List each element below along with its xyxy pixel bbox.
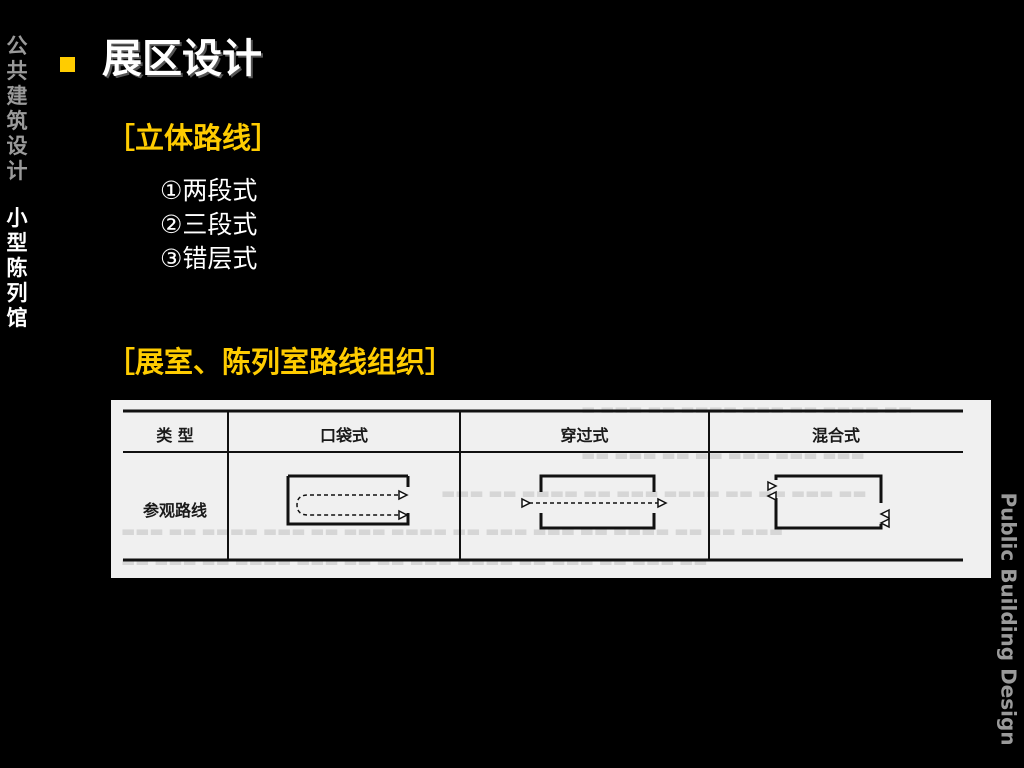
- route-type-table-image: ▬ ▬▬▬ ▬▬ ▬▬▬▬ ▬▬▬ ▬▬ ▬▬▬▬ ▬▬ ▬▬ ▬▬▬ ▬▬ ▬…: [111, 400, 991, 578]
- sidebar-topic-char: 陈: [6, 256, 28, 280]
- sidebar-topic-char: 小: [6, 206, 28, 230]
- list-item: ②三段式: [160, 210, 258, 239]
- slide-title: 展区设计: [102, 36, 262, 82]
- sidebar-topic-char: 馆: [6, 306, 28, 330]
- pass-through-route-diagram: [521, 474, 668, 530]
- sidebar-course-char: 计: [6, 159, 28, 183]
- scan-bleed-texture: ▬▬▬ ▬▬ ▬▬▬▬ ▬▬ ▬▬▬ ▬▬▬▬ ▬▬ ▬▬ ▬▬▬ ▬▬: [441, 484, 867, 502]
- sidebar-topic-char: 型: [6, 231, 28, 255]
- table-lines: [123, 409, 963, 562]
- scan-bleed-texture: ▬▬ ▬▬▬ ▬▬ ▬▬ ▬▬▬ ▬▬▬ ▬▬▬: [581, 446, 865, 464]
- table-header-pocket: 口袋式: [319, 426, 368, 445]
- table-row-label: 参观路线: [142, 501, 207, 520]
- sidebar-course-char: 公: [6, 34, 28, 58]
- sidebar-course-title: 公 共 建 筑 设 计 小 型 陈 列 馆: [4, 34, 30, 331]
- sidebar-course-char: 筑: [6, 109, 28, 133]
- list-item: ③错层式: [160, 244, 258, 273]
- table-header-type: 类 型: [156, 426, 194, 445]
- section-heading-3d-route: ［立体路线］: [106, 121, 281, 155]
- route-type-list: ①两段式 ②三段式 ③错层式: [160, 174, 257, 276]
- table-header-mixed: 混合式: [811, 426, 860, 445]
- sidebar-english-title: Public Building Design: [996, 480, 1022, 758]
- sidebar-english-text: Public Building Design: [997, 492, 1022, 746]
- section-heading-route-organization: ［展室、陈列室路线组织］: [106, 345, 455, 379]
- sidebar-course-char: 建: [6, 84, 28, 108]
- list-item: ①两段式: [160, 176, 258, 205]
- pocket-route-diagram: [286, 474, 410, 526]
- sidebar-course-char: 设: [6, 134, 28, 158]
- mixed-route-diagram: [766, 474, 890, 530]
- title-bullet-icon: [60, 57, 75, 72]
- sidebar-course-char: 共: [6, 59, 28, 83]
- sidebar-topic-char: 列: [6, 281, 28, 305]
- scan-bleed-texture: ▬ ▬▬▬ ▬▬ ▬▬▬▬ ▬▬▬ ▬▬ ▬▬▬▬ ▬▬: [581, 400, 912, 418]
- table-header-pass-through: 穿过式: [560, 426, 609, 445]
